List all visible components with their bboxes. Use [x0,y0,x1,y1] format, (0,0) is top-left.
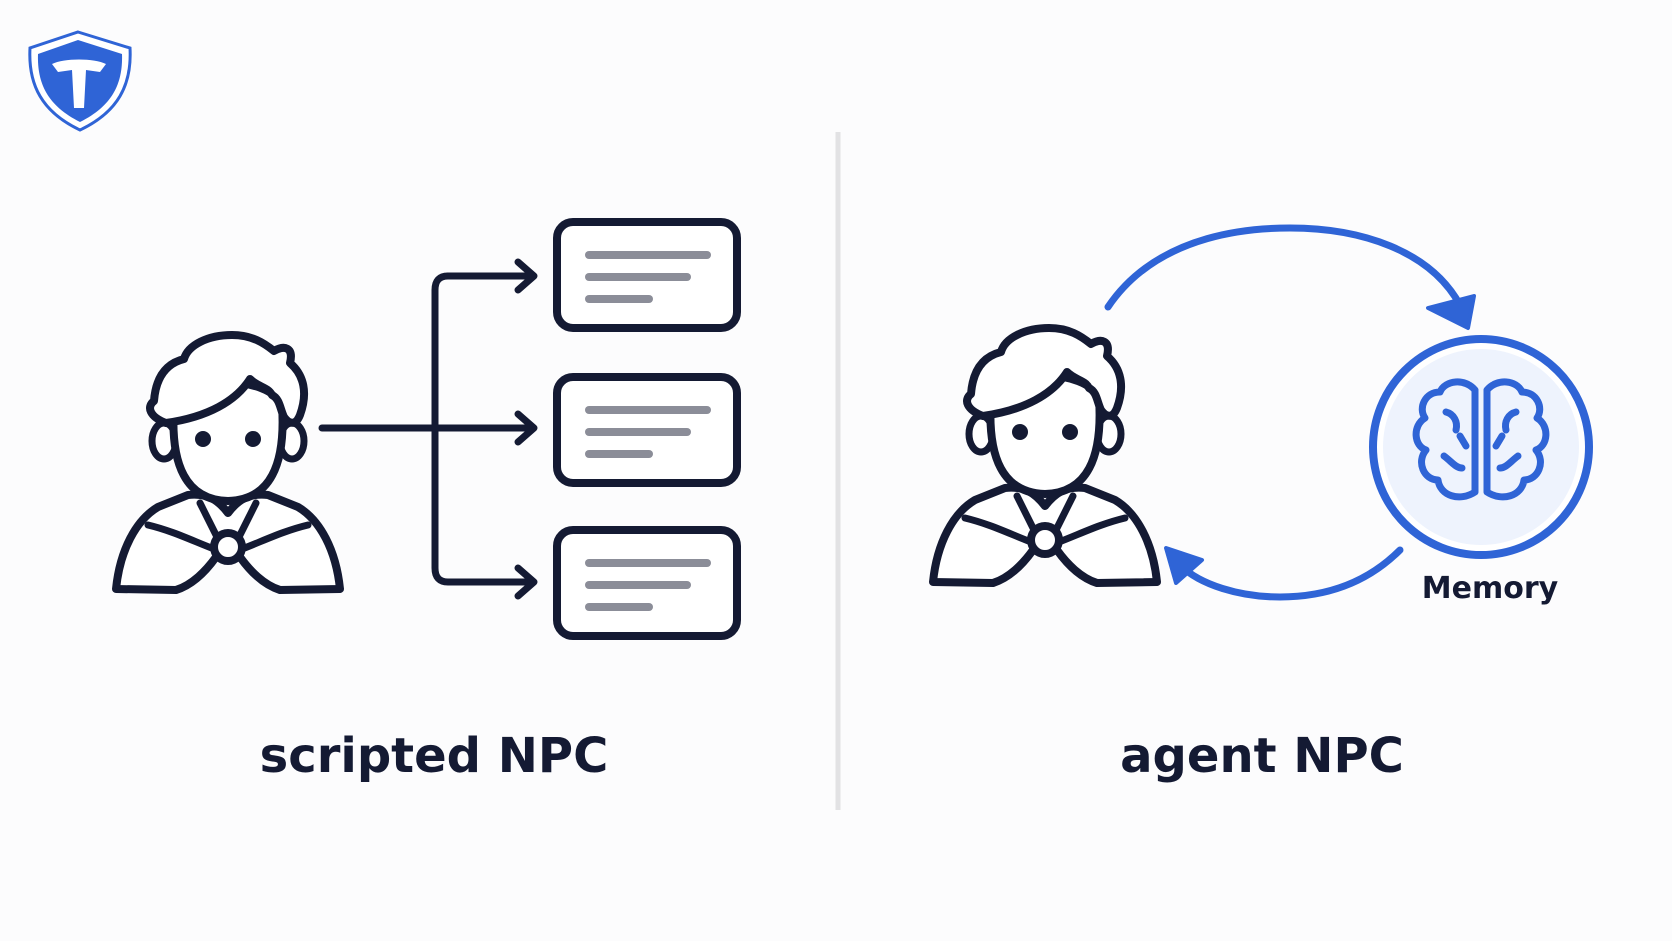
arrow-to-memory [1104,224,1476,330]
dialogue-box-3 [557,530,737,636]
dialogue-box-2 [557,377,737,483]
scripted-npc-figure [116,335,340,590]
shield-logo-icon [28,30,132,132]
arrow-head-top [514,258,538,294]
brain-icon [1412,378,1550,501]
memory-label: Memory [1422,571,1559,606]
arrow-from-memory [1164,546,1404,601]
memory-node [1369,335,1593,559]
dialogue-box-1 [557,222,737,328]
scripted-npc-caption: scripted NPC [260,728,609,784]
arrow-head-bottom [514,564,538,600]
arrow-head-middle [514,410,538,446]
branch-connector [318,272,534,586]
agent-npc-figure [933,328,1157,583]
agent-npc-caption: agent NPC [1120,728,1404,784]
